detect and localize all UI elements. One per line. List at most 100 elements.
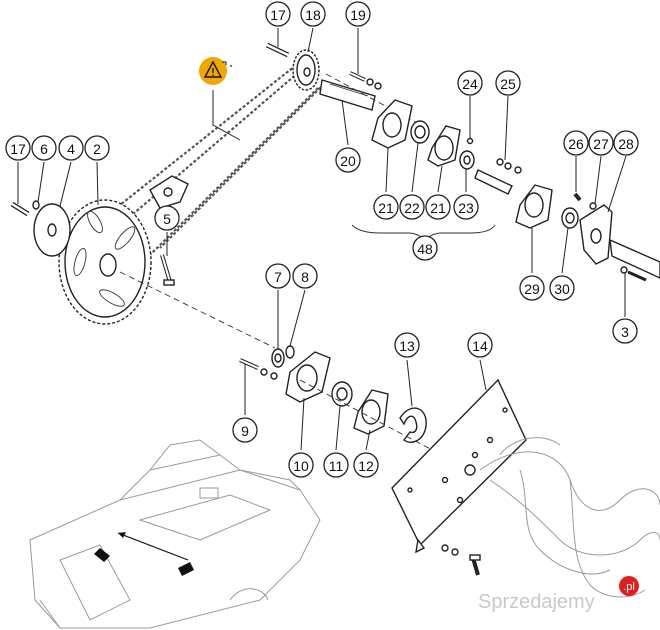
machine-detail-mark xyxy=(178,562,194,576)
callout-circle xyxy=(613,130,639,156)
callout-8: 8 xyxy=(292,263,318,289)
callout-13: 13 xyxy=(394,332,420,358)
callout-circle xyxy=(612,318,638,344)
callout-circle xyxy=(394,332,420,358)
callout-circle xyxy=(292,263,318,289)
bearing-flange xyxy=(371,99,413,149)
callout-circle xyxy=(345,1,371,27)
callout-circle xyxy=(588,130,614,156)
callout-label: 18 xyxy=(305,7,321,23)
callout-label: 48 xyxy=(417,241,433,257)
callout-circle xyxy=(453,194,479,220)
callout-circle xyxy=(31,135,57,161)
callout-label: 28 xyxy=(618,136,634,152)
callout-label: 17 xyxy=(270,7,286,23)
callout-17a: 17 xyxy=(265,1,291,27)
warning-badge xyxy=(199,57,232,85)
callout-label: 21 xyxy=(430,200,446,216)
callout-circle xyxy=(265,1,291,27)
watermark-suffix: .pl xyxy=(623,581,635,593)
callout-18: 18 xyxy=(300,1,326,27)
callout-14: 14 xyxy=(467,332,493,358)
callout-12: 12 xyxy=(353,452,379,478)
washer xyxy=(285,345,295,359)
callout-label: 6 xyxy=(40,141,48,157)
callout-28: 28 xyxy=(613,130,639,156)
callout-label: 2 xyxy=(93,141,101,157)
callout-48: 48 xyxy=(412,235,438,261)
pin xyxy=(10,201,30,217)
shaft-axis xyxy=(119,271,276,349)
callout-label: 25 xyxy=(500,76,516,92)
callout-label: 27 xyxy=(593,136,609,152)
callout-29: 29 xyxy=(519,275,545,301)
callout-label: 19 xyxy=(350,7,366,23)
auger-flighting xyxy=(479,437,660,598)
grease-nipple xyxy=(466,137,474,145)
callout-label: 17 xyxy=(10,141,26,157)
callout-label: 12 xyxy=(358,458,374,474)
callout-5: 5 xyxy=(154,205,180,231)
callout-circle xyxy=(549,275,575,301)
callout-27: 27 xyxy=(588,130,614,156)
mounting-bracket xyxy=(579,204,613,265)
callout-circle xyxy=(84,135,110,161)
nut xyxy=(271,348,285,368)
callout-label: 5 xyxy=(163,211,171,227)
callout-circle xyxy=(353,452,379,478)
callout-4: 4 xyxy=(58,135,84,161)
bearing-flange xyxy=(285,351,331,403)
callout-30: 30 xyxy=(549,275,575,301)
callout-label: 21 xyxy=(378,200,394,216)
callout-3: 3 xyxy=(612,318,638,344)
callout-6: 6 xyxy=(31,135,57,161)
callout-label: 20 xyxy=(340,153,356,169)
callout-circle xyxy=(288,452,314,478)
watermark: Sprzedajemy .pl xyxy=(478,576,639,613)
callout-21a: 21 xyxy=(373,194,399,220)
bolt xyxy=(573,192,582,202)
callout-2: 2 xyxy=(84,135,110,161)
callout-circle xyxy=(373,194,399,220)
callout-11: 11 xyxy=(323,452,349,478)
callout-circle xyxy=(265,263,291,289)
chain-tensioner xyxy=(149,175,189,209)
machine-detail-mark xyxy=(94,548,110,562)
callout-label: 24 xyxy=(462,76,478,92)
callout-label: 7 xyxy=(274,269,282,285)
large-sprocket xyxy=(58,199,152,325)
callout-label: 30 xyxy=(554,281,570,297)
callout-label: 23 xyxy=(458,200,474,216)
callout-circle xyxy=(58,135,84,161)
callout-circle xyxy=(425,194,451,220)
watermark-text: Sprzedajemy xyxy=(478,591,595,613)
callout-circle xyxy=(5,135,31,161)
split-ring xyxy=(399,407,427,444)
small-sprocket xyxy=(292,49,320,91)
callout-circle xyxy=(495,70,521,96)
callout-24: 24 xyxy=(457,70,483,96)
callout-circle xyxy=(519,275,545,301)
shaft-key xyxy=(474,169,513,195)
callout-19: 19 xyxy=(345,1,371,27)
bearing xyxy=(331,381,353,407)
callout-circle xyxy=(457,70,483,96)
combine-harvester-sketch xyxy=(29,439,321,629)
callout-9: 9 xyxy=(232,417,258,443)
callout-circle xyxy=(399,194,425,220)
callout-circle xyxy=(300,1,326,27)
bolt xyxy=(349,71,382,90)
bearing xyxy=(410,120,430,144)
callout-21b: 21 xyxy=(425,194,451,220)
callout-label: 4 xyxy=(67,141,75,157)
callout-17b: 17 xyxy=(5,135,31,161)
sprocket-plate xyxy=(33,203,71,257)
callout-22: 22 xyxy=(399,194,425,220)
callout-circle xyxy=(563,130,589,156)
washer xyxy=(589,202,597,210)
drive-chain xyxy=(119,61,325,256)
callout-label: 13 xyxy=(399,338,415,354)
bolt xyxy=(160,254,175,286)
callout-circle xyxy=(232,417,258,443)
